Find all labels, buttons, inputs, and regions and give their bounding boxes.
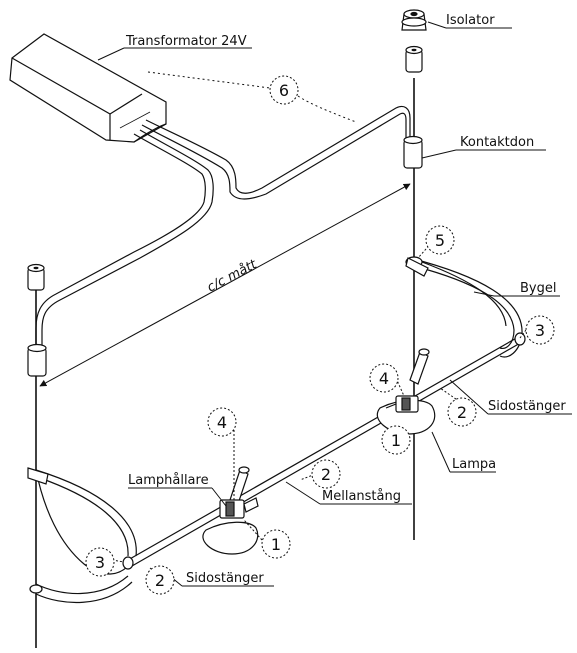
callout-1-right: 1 xyxy=(391,431,401,450)
rods xyxy=(122,332,526,570)
label-kontaktdon: Kontaktdon xyxy=(460,135,534,150)
callout-numbers: 6 5 3 4 2 1 2 4 1 3 2 xyxy=(95,81,545,590)
callout-3-right: 3 xyxy=(535,321,545,340)
label-mellanstang: Mellanstång xyxy=(322,489,401,504)
label-lampa: Lampa xyxy=(452,457,496,472)
cable-left xyxy=(35,129,214,350)
callout-3-left: 3 xyxy=(95,553,105,572)
label-sidostanger-right: Sidostänger xyxy=(488,399,566,414)
leader-lines xyxy=(97,21,572,587)
callout-1-left: 1 xyxy=(271,535,281,554)
right-lamp xyxy=(376,348,436,435)
callout-2-mid: 2 xyxy=(321,465,331,484)
callout-6: 6 xyxy=(279,81,289,100)
label-cc-matt: c/c mått xyxy=(205,257,260,296)
cable-right xyxy=(141,105,411,200)
label-bygel: Bygel xyxy=(520,281,556,296)
cc-dimension-line xyxy=(39,183,411,387)
transformer xyxy=(9,33,167,143)
callout-circles xyxy=(85,75,555,595)
leader-6 xyxy=(147,71,357,123)
callout-2-left: 2 xyxy=(155,571,165,590)
callout-4-left: 4 xyxy=(217,413,227,432)
left-lamp xyxy=(202,466,259,555)
label-sidostanger-left: Sidostänger xyxy=(186,571,264,586)
label-transformator: Transformator 24V xyxy=(125,34,247,49)
label-lamphallare: Lamphållare xyxy=(128,473,209,488)
label-isolator: Isolator xyxy=(446,13,495,28)
callout-4-right: 4 xyxy=(379,369,389,388)
callout-5: 5 xyxy=(435,231,445,250)
right-bracket xyxy=(405,256,523,358)
left-bracket xyxy=(27,467,137,604)
right-pole xyxy=(403,45,423,540)
isolator-part xyxy=(401,9,427,31)
callout-2-right: 2 xyxy=(457,403,467,422)
